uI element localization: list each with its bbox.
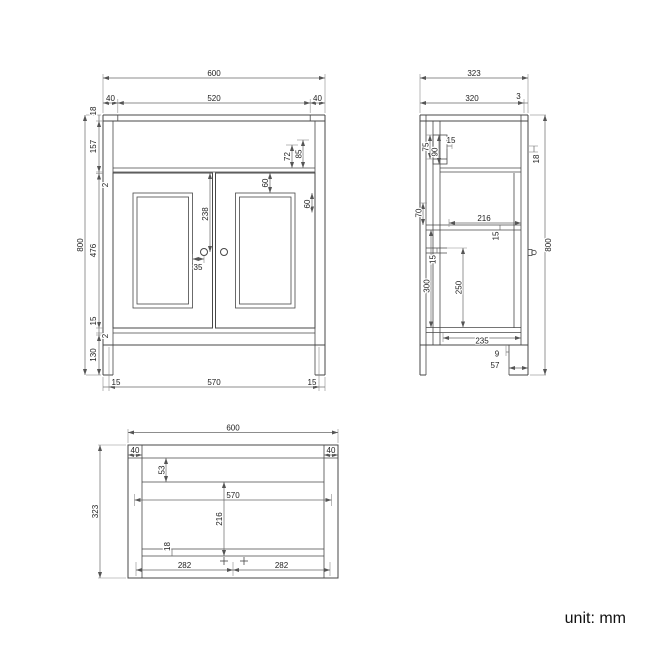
right-door-knob	[220, 248, 228, 256]
dim-front-top-right-offset: 40	[313, 94, 322, 103]
dim-plan-fixing-right: 282	[275, 561, 289, 570]
plan-view-outline	[127, 444, 339, 579]
front-view-extension-lines	[86, 74, 326, 391]
dim-front-apron-inner-a: 72	[283, 152, 292, 161]
dim-front-bottom-right: 15	[308, 378, 317, 387]
front-view-labels: 600 40 520 40 800 18 157 2 476 15 2 130 …	[75, 68, 324, 389]
dim-side-bracket-height-b: 90	[431, 147, 440, 156]
fixing-point-right	[240, 557, 248, 565]
dim-side-shelf-spacing-a: 300	[423, 279, 432, 293]
plan-view-dimension-lines	[97, 430, 338, 578]
dim-plan-back-rail-depth: 53	[158, 465, 167, 474]
dim-front-door-rail-a: 60	[261, 178, 270, 187]
dim-front-gap-top: 2	[101, 182, 110, 187]
dim-front-top-center: 520	[207, 94, 221, 103]
dim-side-depth-body: 320	[465, 94, 479, 103]
front-view-dimension-lines	[82, 75, 325, 390]
plan-view-labels: 600 40 40 323 53 570 216 18 282 282	[90, 422, 337, 571]
dim-plan-inner-width: 570	[226, 491, 240, 500]
dim-front-apron-inner-b: 85	[295, 149, 304, 158]
front-view-outline	[102, 114, 326, 376]
dim-side-plinth-recess: 9	[495, 350, 500, 359]
dim-side-shelf-spacing-b: 250	[455, 280, 464, 294]
dim-front-plinth: 130	[89, 348, 98, 362]
dim-front-bottom-center: 570	[207, 378, 221, 387]
left-door-knob	[200, 248, 208, 256]
dim-front-knob-offset: 35	[194, 263, 203, 272]
dim-plan-overall-width: 600	[226, 424, 240, 433]
dim-plan-fixing-left: 282	[178, 561, 192, 570]
dim-front-overall-width: 600	[207, 69, 221, 78]
side-view: 323 320 3 800 18 75 90 15 70 216 15 15 3…	[413, 68, 554, 376]
dim-front-top-strip: 18	[89, 106, 98, 115]
unit-label: unit: mm	[565, 610, 626, 627]
dim-side-rail-thickness-a: 15	[492, 231, 501, 240]
side-view-extension-lines	[419, 74, 546, 376]
dim-side-rail-offset: 70	[415, 208, 424, 217]
side-view-dimension-lines	[420, 75, 548, 375]
dim-side-bracket-width: 15	[447, 136, 456, 145]
dim-front-apron-height: 157	[89, 139, 98, 153]
dim-plan-side-panel-right: 40	[327, 446, 336, 455]
dim-side-shelf-depth: 216	[477, 214, 491, 223]
dim-front-overall-height: 800	[76, 238, 85, 252]
side-view-labels: 323 320 3 800 18 75 90 15 70 216 15 15 3…	[413, 68, 554, 372]
dim-front-door-height: 476	[89, 243, 98, 257]
dim-side-bracket-height-a: 75	[422, 142, 431, 151]
dim-side-leg-width: 57	[491, 361, 500, 370]
right-door	[215, 172, 316, 329]
dim-front-door-rail-b: 60	[303, 199, 312, 208]
dim-front-gap-bottom: 2	[101, 333, 110, 338]
fixing-point-left	[220, 557, 228, 565]
dim-plan-interior-depth: 216	[215, 512, 224, 526]
dim-front-panel-to-knob: 238	[201, 207, 210, 221]
front-view: 600 40 520 40 800 18 157 2 476 15 2 130 …	[75, 68, 326, 391]
dim-front-bottom-left: 15	[112, 378, 121, 387]
dim-plan-overall-depth: 323	[91, 504, 100, 518]
dim-side-overall-depth: 323	[467, 69, 481, 78]
dim-side-overall-height: 800	[544, 238, 553, 252]
dim-side-rail-thickness-b: 15	[429, 255, 438, 264]
dim-plan-front-thickness: 18	[163, 542, 172, 551]
dim-plan-side-panel-left: 40	[131, 446, 140, 455]
knob-profile-tip	[531, 249, 537, 256]
dim-front-below-door: 15	[89, 316, 98, 325]
dim-side-bottom-depth: 235	[475, 337, 489, 346]
dim-side-depth-back-gap: 3	[516, 92, 521, 101]
dim-front-top-left-offset: 40	[106, 94, 115, 103]
left-door	[112, 172, 213, 329]
dim-side-front-top-thickness: 18	[532, 154, 541, 163]
plan-view: 600 40 40 323 53 570 216 18 282 282	[90, 422, 339, 579]
